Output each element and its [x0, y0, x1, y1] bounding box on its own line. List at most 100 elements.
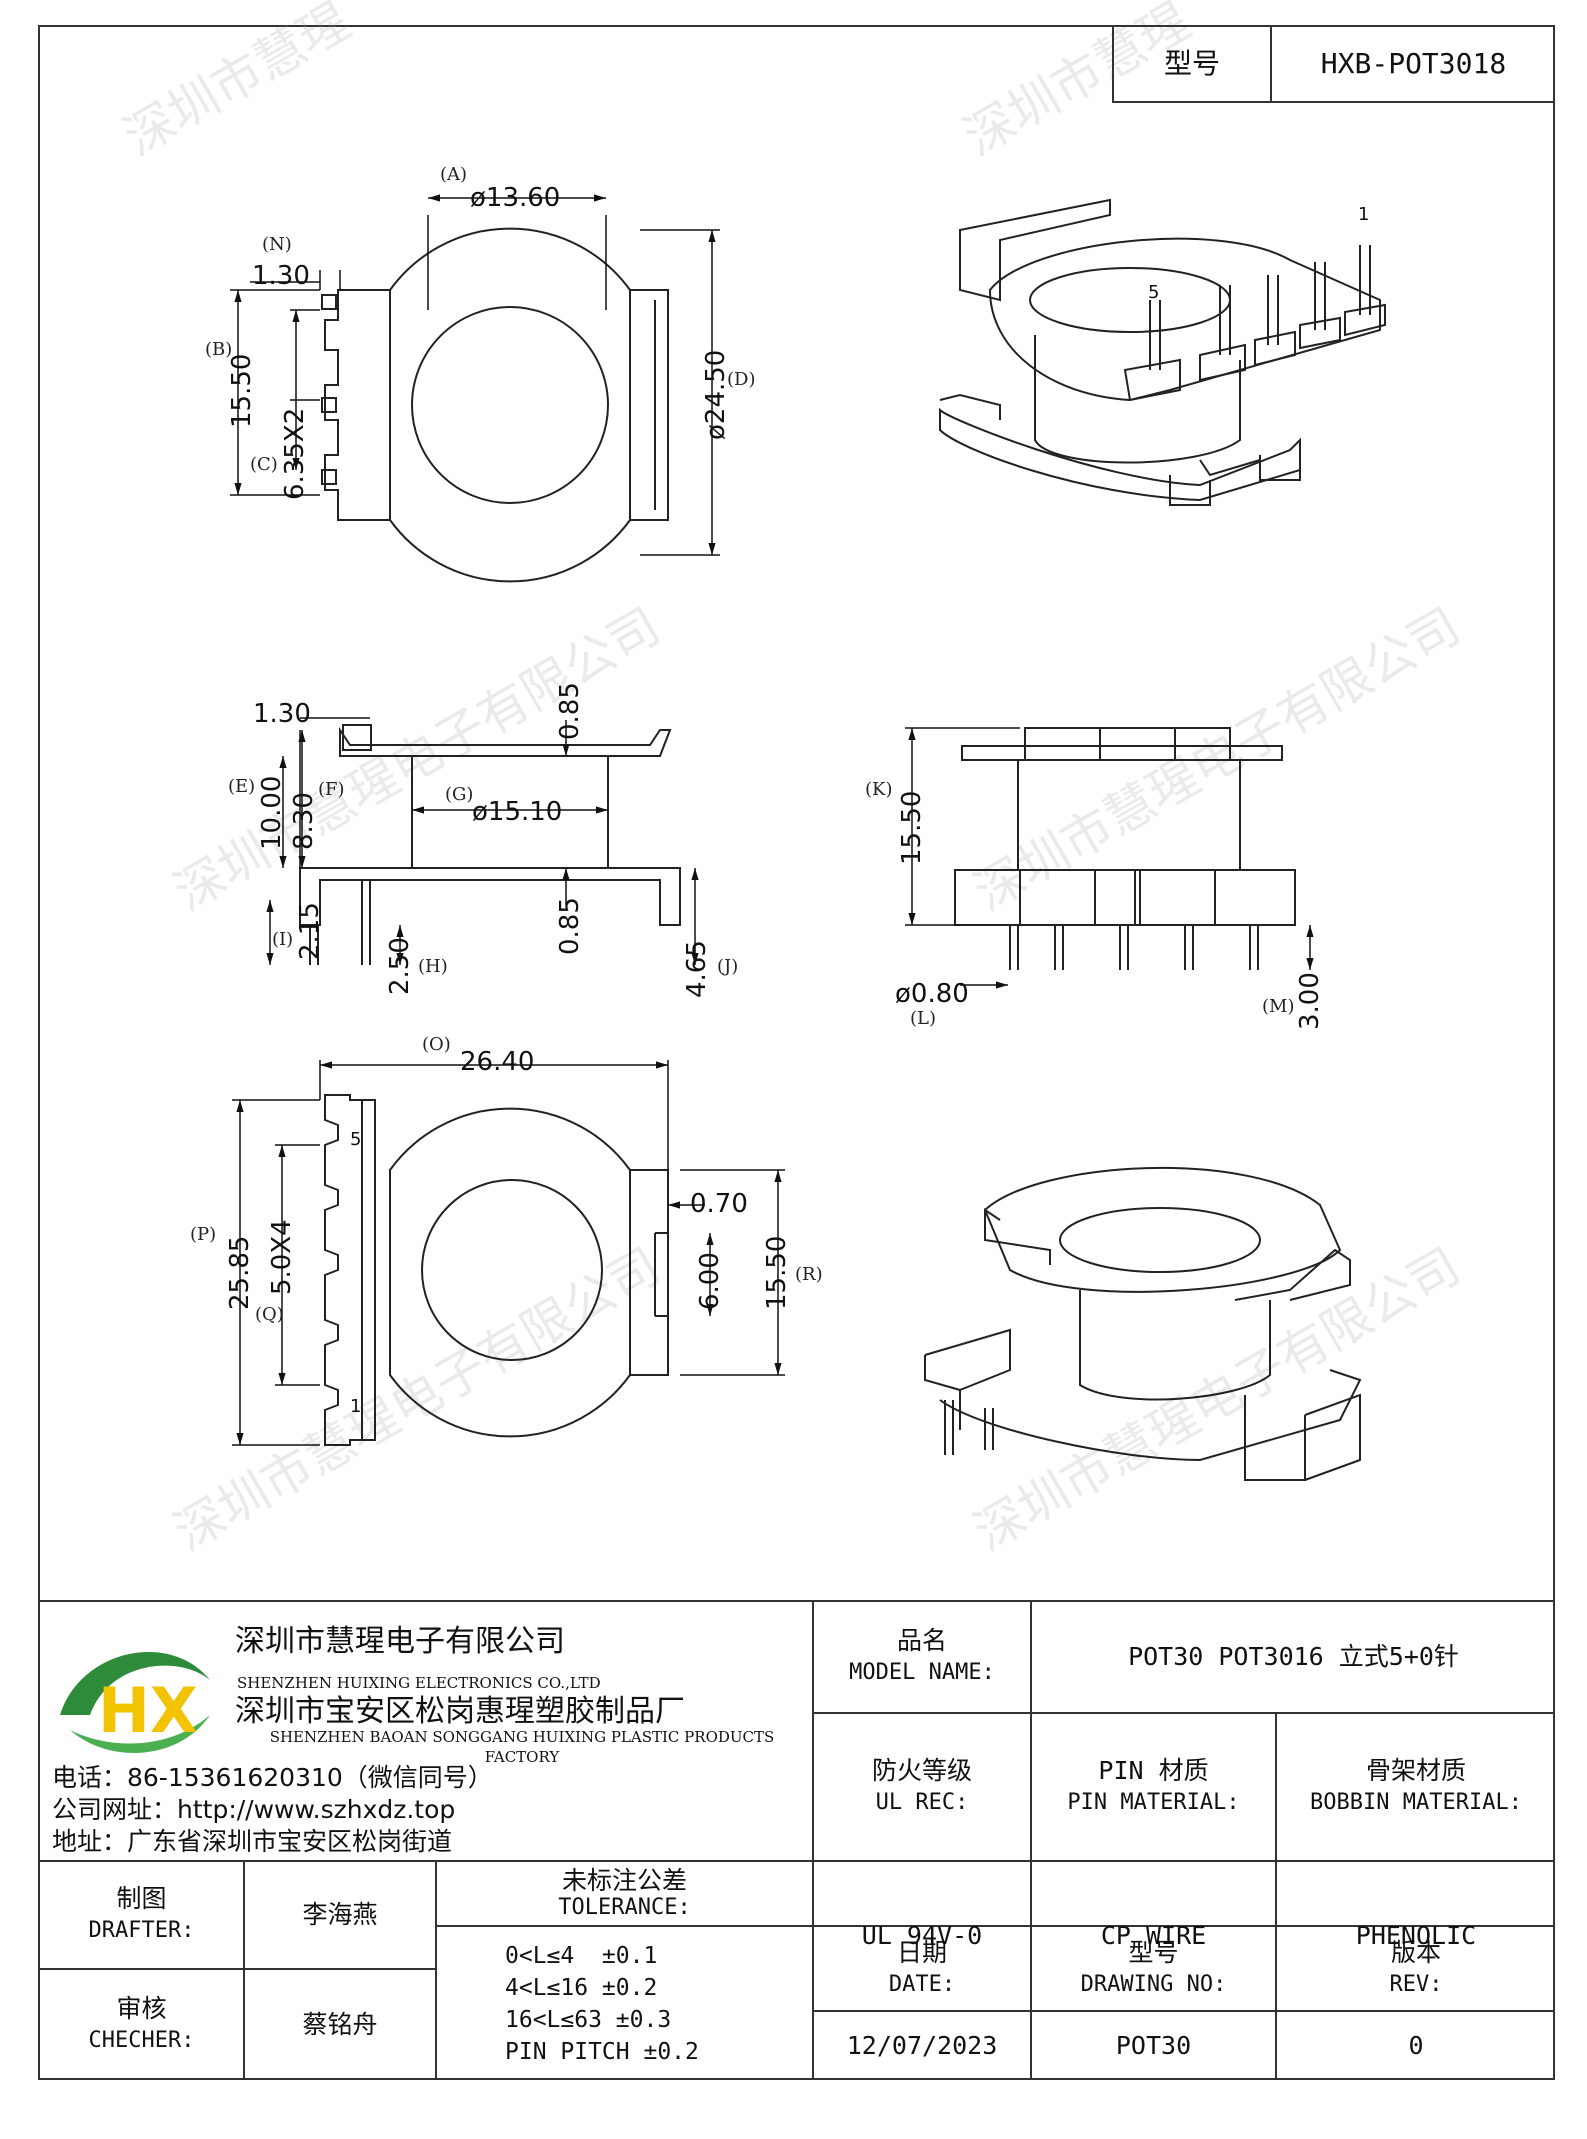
dim-label-m: (M): [1262, 996, 1294, 1017]
bobbin-material-label: 骨架材质 BOBBIN MATERIAL:: [1277, 1714, 1555, 1860]
front-bobbin-core: [1017, 759, 1241, 871]
factory-name-en: SHENZHEN BAOAN SONGGANG HUIXING PLASTIC …: [269, 1728, 775, 1766]
bottom-pin1-label: 1: [350, 1396, 361, 1417]
top-view: [321, 227, 669, 583]
front-view: [954, 727, 1296, 970]
company-name-en: SHENZHEN HUIXING ELECTRONICS CO.,LTD: [237, 1674, 601, 1692]
dim-label-d: (D): [727, 369, 755, 390]
company-phone: 电话：86-15361620310（微信同号）: [52, 1763, 493, 1792]
bottom-view-pin-bar: [324, 1094, 376, 1446]
dim-value-p: 25.85: [225, 1236, 255, 1310]
model-name-cn: 品名: [896, 1626, 947, 1655]
top-view-bar-right: [630, 289, 669, 521]
drawing-no-label: 型号 DRAWING NO:: [1032, 1927, 1275, 2010]
checker-label: 审核 CHECHER:: [40, 1970, 243, 2080]
dim-label-j: (J): [717, 956, 738, 977]
tolerance-en: TOLERANCE:: [558, 1894, 691, 1920]
pin-3: [321, 469, 337, 485]
side-top-flange: [339, 726, 672, 757]
date-label: 日期 DATE:: [814, 1927, 1030, 2010]
checker-name: 蔡铭舟: [302, 2010, 378, 2039]
top-view-pin-bar-left: [324, 289, 391, 521]
dim-label-c: (C): [250, 454, 278, 475]
bottom-view-flange: [389, 1107, 631, 1438]
dim-value-o: 26.40: [460, 1047, 534, 1077]
dim-value-a: ø13.60: [470, 183, 560, 213]
dim-value-f: 8.30: [289, 792, 319, 850]
front-top-flange: [961, 745, 1283, 761]
dim-value-r: 15.50: [762, 1236, 792, 1310]
dim-label-q: (Q): [255, 1304, 284, 1325]
dim-value-j: 4.65: [682, 940, 712, 998]
side-dim-085-top: 0.85: [555, 682, 585, 740]
dim-value-i: 2.15: [295, 902, 325, 960]
dim-label-n: (N): [262, 234, 292, 255]
bottom-view-core-hole: [421, 1179, 603, 1361]
company-address: 地址：广东省深圳市宝安区松岗街道: [52, 1827, 453, 1856]
iso-bottom-flange: [983, 1166, 1342, 1293]
dim-label-k: (K): [865, 779, 893, 800]
side-dim-130: 1.30: [253, 699, 311, 729]
drafter-label: 制图 DRAFTER:: [40, 1862, 243, 1968]
dim-value-l: ø0.80: [895, 979, 969, 1009]
rev-cn: 版本: [1390, 1937, 1441, 1967]
dim-value-m: 3.00: [1295, 972, 1325, 1030]
tolerance-row-1: 0<L≤4 ±0.1: [505, 1942, 658, 1969]
dim-value-n: 1.30: [252, 261, 310, 291]
pin-1: [321, 294, 337, 310]
iso-bottom-core: [1059, 1207, 1261, 1273]
dim-value-e: 10.00: [257, 776, 287, 850]
company-logo: HX: [60, 1651, 210, 1753]
logo-swoosh-top: [60, 1651, 210, 1715]
tolerance-label: 未标注公差 TOLERANCE:: [437, 1862, 812, 1925]
drawing-frame: [38, 25, 1555, 2080]
company-website[interactable]: 公司网址：http://www.szhxdz.top: [52, 1795, 456, 1824]
dim-label-r: (R): [795, 1264, 823, 1285]
drawing-no-value: POT30: [1115, 2031, 1192, 2060]
fire-rating-value: UL 94V-0: [861, 1921, 983, 1950]
model-name-label: 品名 MODEL NAME:: [814, 1602, 1030, 1712]
fire-rating-cn: 防火等级: [871, 1756, 972, 1785]
top-view-flange: [389, 227, 631, 583]
drawing-no-cn: 型号: [1128, 1937, 1179, 1967]
date-value: 12/07/2023: [846, 2031, 998, 2060]
factory-name-cn: 深圳市宝安区松岗惠瑆塑胶制品厂: [235, 1694, 685, 1729]
model-name-en: MODEL NAME:: [849, 1660, 995, 1685]
front-bottom-flange: [954, 869, 1296, 926]
header-box-left: [1112, 25, 1114, 103]
drafter-cn: 制图: [116, 1884, 167, 1913]
header-model-value: HXB-POT3018: [1320, 47, 1507, 80]
date-en: DATE:: [888, 1971, 956, 1997]
tolerance-row-3: 16<L≤63 ±0.3: [505, 2006, 672, 2033]
tolerance-cn: 未标注公差: [561, 1865, 687, 1895]
drafter-name: 李海燕: [302, 1900, 378, 1929]
pin-2: [321, 397, 337, 413]
dim-value-q: 5.0X4: [267, 1219, 297, 1295]
iso-top-core: [1029, 267, 1231, 333]
checker-cn: 审核: [116, 1994, 167, 2023]
tolerance-values: 0<L≤4 ±0.1 4<L≤16 ±0.2 16<L≤63 ±0.3 PIN …: [437, 1927, 812, 2080]
model-name-value: POT30 POT3016 立式5+0针: [1128, 1642, 1459, 1671]
fire-rating-label: 防火等级 UL REC:: [814, 1714, 1030, 1860]
rev-label: 版本 REV:: [1277, 1927, 1555, 2010]
bottom-dim-070: 0.70: [690, 1189, 748, 1219]
pin-material-en: PIN MATERIAL:: [1067, 1790, 1240, 1815]
date-cn: 日期: [896, 1937, 947, 1967]
bobbin-material-value: PHENOLIC: [1355, 1921, 1477, 1950]
dim-label-g: (G): [445, 784, 473, 805]
header-box-bottom: [1112, 101, 1555, 103]
side-dim-085-bottom: 0.85: [555, 897, 585, 955]
header-model-label: 型号: [1163, 47, 1220, 80]
bottom-pin5-label: 5: [350, 1129, 361, 1150]
pin-material-label: PIN 材质 PIN MATERIAL:: [1032, 1714, 1275, 1860]
dim-value-g: ø15.10: [472, 797, 562, 827]
logo-swoosh-bottom: [70, 1715, 210, 1753]
bottom-view: [324, 1094, 669, 1446]
dim-label-i: (I): [272, 929, 293, 950]
bobbin-material-en: BOBBIN MATERIAL:: [1310, 1790, 1522, 1815]
technical-drawing: (A) ø13.60 (N) 1.30 (B) 15.50 (C) 6.35X2…: [190, 164, 1386, 1481]
drawing-no-en: DRAWING NO:: [1080, 1971, 1227, 1997]
dim-label-b: (B): [205, 339, 232, 360]
header-box-top: [1112, 25, 1555, 27]
iso-top-flange: [988, 237, 1381, 402]
